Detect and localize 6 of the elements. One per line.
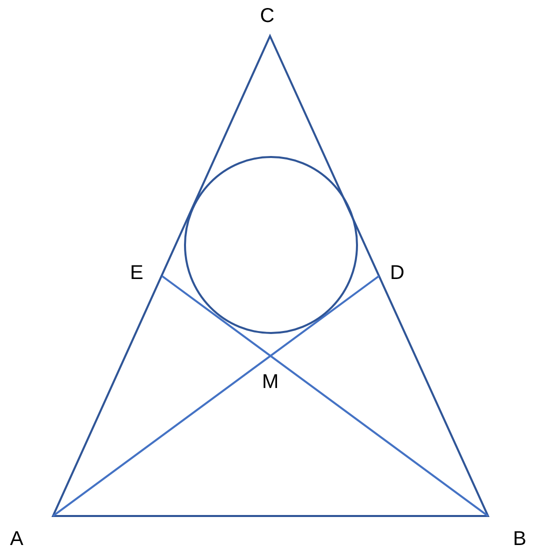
point-label: D — [390, 262, 404, 284]
point-label: B — [513, 528, 526, 550]
point-label: C — [260, 5, 274, 27]
point-label: E — [130, 262, 144, 284]
point-label: M — [262, 371, 279, 393]
point-label: A — [10, 528, 24, 550]
